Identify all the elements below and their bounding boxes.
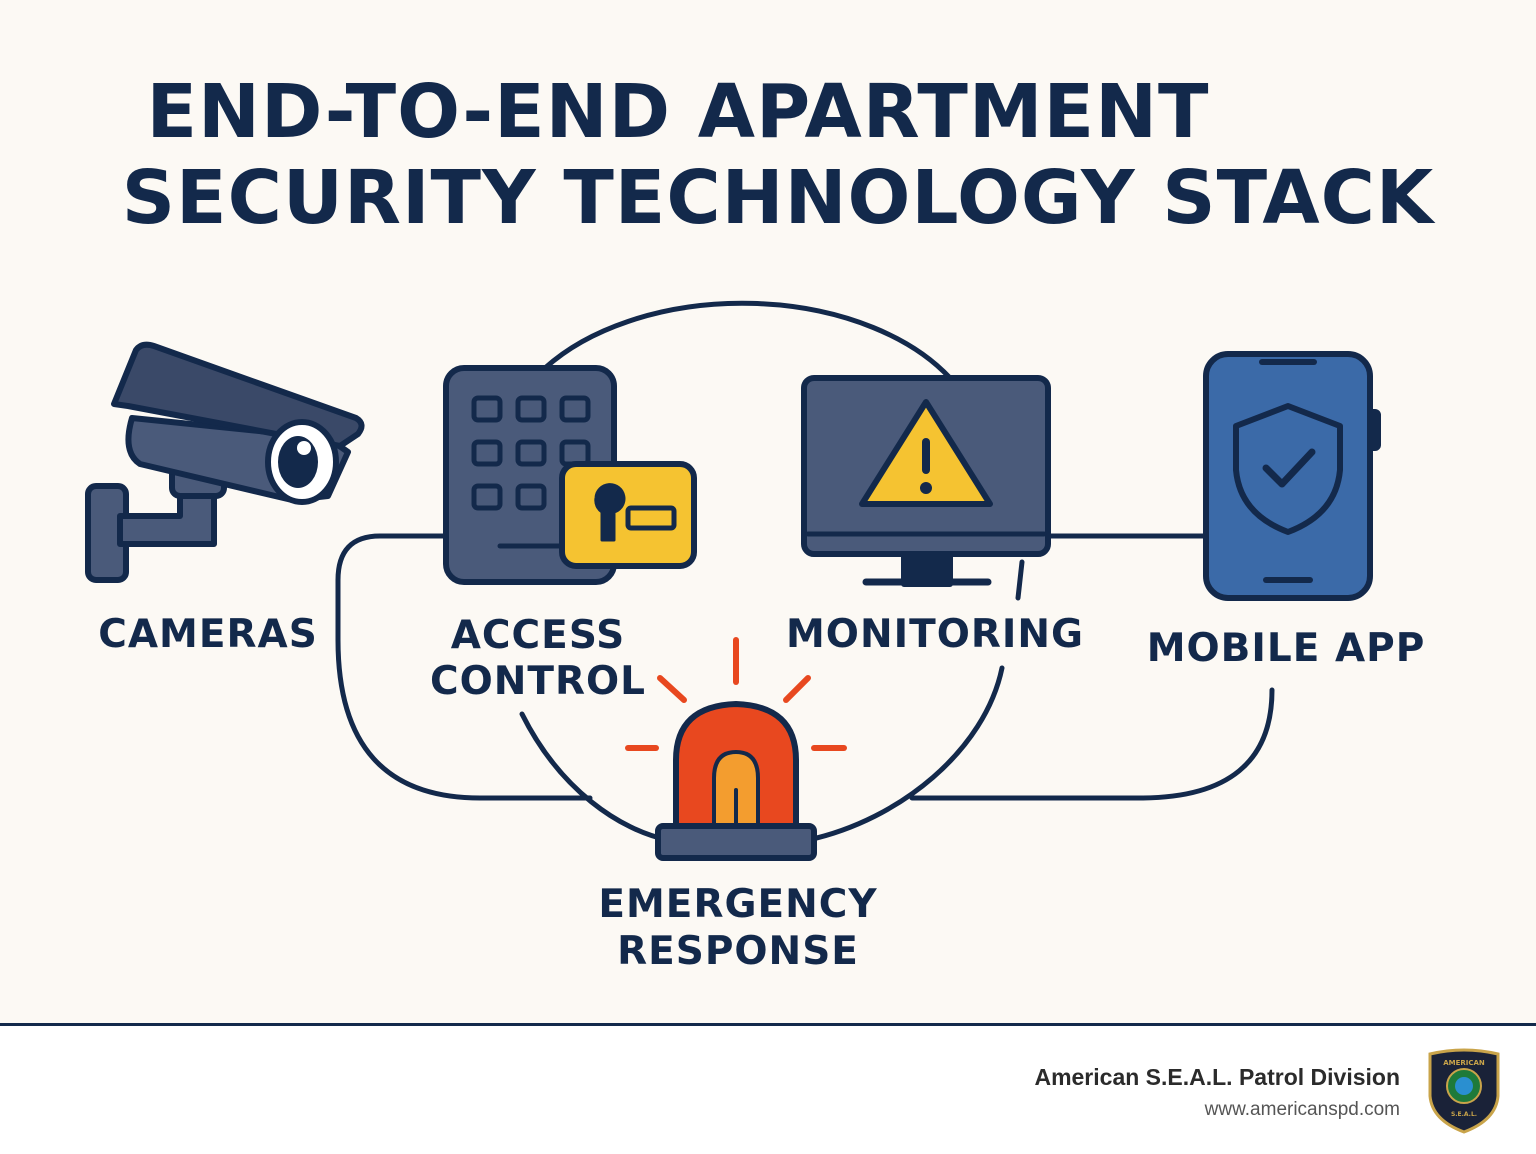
siren-rays [625,637,847,751]
warning-mark [922,438,930,474]
footer-brand: American S.E.A.L. Patrol Division [1034,1064,1400,1090]
keycard-stripe [625,505,677,531]
seal-badge-text-bottom: S.E.A.L. [1451,1111,1477,1118]
monitor-warning-icon [801,375,1051,587]
keypad-keys [471,395,591,511]
camera-lens-glint [297,441,311,455]
connector-monitor-drop [1015,559,1025,601]
title-line-2: SECURITY TECHNOLOGY STACK [121,155,1435,241]
label-cameras: CAMERAS [98,612,318,657]
keypad-keycard-icon [443,365,697,585]
footer-divider [0,1023,1536,1026]
shield [1233,403,1343,535]
label-access-control-line-2: CONTROL [429,659,647,704]
security-camera-icon [85,341,365,583]
connector-left-loop [335,533,593,801]
title-line-1: END-TO-END APARTMENT [146,69,1210,155]
camera-lens [278,436,318,488]
phone-shield-icon [1203,351,1381,601]
label-emergency-response-line-2: RESPONSE [617,929,859,974]
siren-icon [625,637,847,861]
label-emergency-response-line-1: EMERGENCY [598,882,878,927]
diagram-canvas: END-TO-END APARTMENT SECURITY TECHNOLOGY… [0,0,1536,1024]
label-monitoring: MONITORING [786,612,1085,657]
diagram-art [85,300,1381,861]
connector-right-loop [909,687,1275,801]
keycard-keyhole [594,483,626,542]
connector-ring-top [542,300,953,381]
seal-badge-icon: AMERICAN S.E.A.L. [1428,1048,1500,1134]
footer-url: www.americanspd.com [1204,1099,1400,1120]
siren-base [655,823,817,861]
connector-ring-bottom [519,665,1005,843]
warning-dot [920,482,932,494]
seal-badge-text-top: AMERICAN [1443,1059,1485,1067]
connector-lines [335,300,1275,843]
seal-badge-globe-center [1455,1077,1473,1095]
shield-check [1262,448,1316,488]
label-access-control-line-1: ACCESS [450,613,626,658]
label-mobile-app: MOBILE APP [1146,626,1426,671]
